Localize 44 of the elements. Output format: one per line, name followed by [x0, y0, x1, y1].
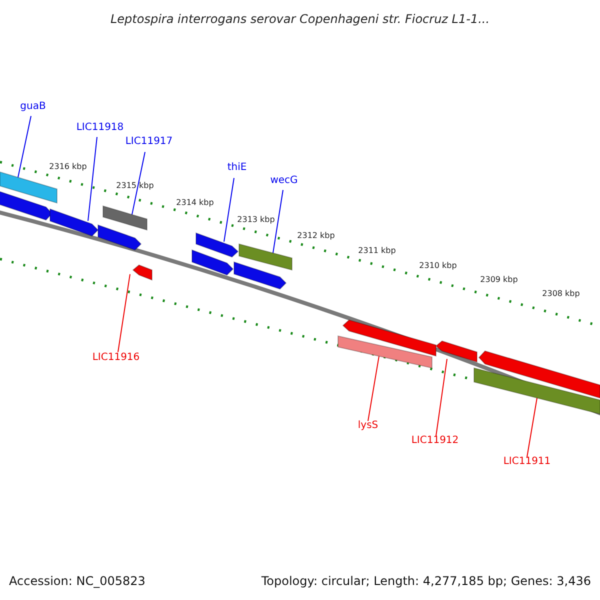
leader-line: [368, 356, 380, 422]
gene-label: lysS: [358, 420, 378, 432]
genome-summary-text: Topology: circular; Length: 4,277,185 bp; Genes: 3,436: [261, 574, 591, 588]
gene-label: guaB: [20, 101, 46, 113]
gene-label: LIC11918: [76, 122, 124, 134]
gene-label: thiE: [227, 162, 247, 174]
leader-line: [224, 178, 234, 242]
gene-bar: [474, 367, 600, 415]
gene-feature: [98, 224, 142, 251]
gene-bar: [238, 243, 292, 271]
gene-feature: [50, 208, 99, 237]
gene-feature: [192, 249, 234, 276]
map-title: Leptospira interrogans serovar Copenhageni str. Fiocruz L1-1...: [110, 12, 490, 26]
scale-label: 2315 kbp: [116, 181, 154, 191]
gene-label: wecG: [270, 175, 298, 187]
scale-label: 2316 kbp: [49, 162, 87, 172]
scale-label: 2311 kbp: [358, 246, 396, 256]
leader-line: [436, 358, 448, 436]
gene-bar: [0, 171, 58, 204]
scale-label: 2313 kbp: [237, 215, 275, 225]
gene-feature: [132, 264, 152, 281]
accession-text: Accession: NC_005823: [9, 574, 146, 588]
scale-label: 2312 kbp: [297, 231, 335, 241]
gene-bar: [102, 205, 148, 231]
leader-line: [118, 274, 130, 352]
gene-feature: [478, 350, 600, 399]
gene-label: LIC11917: [125, 136, 173, 148]
scale-label: 2314 kbp: [176, 198, 214, 208]
gene-bar: [338, 335, 432, 369]
leader-line: [88, 136, 98, 222]
gene-label: LIC11912: [411, 435, 459, 447]
gene-feature: [234, 261, 287, 290]
gene-feature: [435, 340, 478, 363]
leader-line: [272, 190, 284, 254]
leader-line: [18, 116, 32, 178]
leader-line: [132, 152, 146, 216]
gene-feature: [196, 232, 239, 258]
leader-line: [526, 398, 538, 458]
gene-feature: [342, 319, 436, 357]
gene-label: LIC11916: [92, 352, 140, 364]
scale-label: 2309 kbp: [480, 275, 518, 285]
scale-label: 2308 kbp: [542, 289, 580, 299]
gene-label: LIC11911: [503, 456, 551, 468]
scale-label: 2310 kbp: [419, 261, 457, 271]
